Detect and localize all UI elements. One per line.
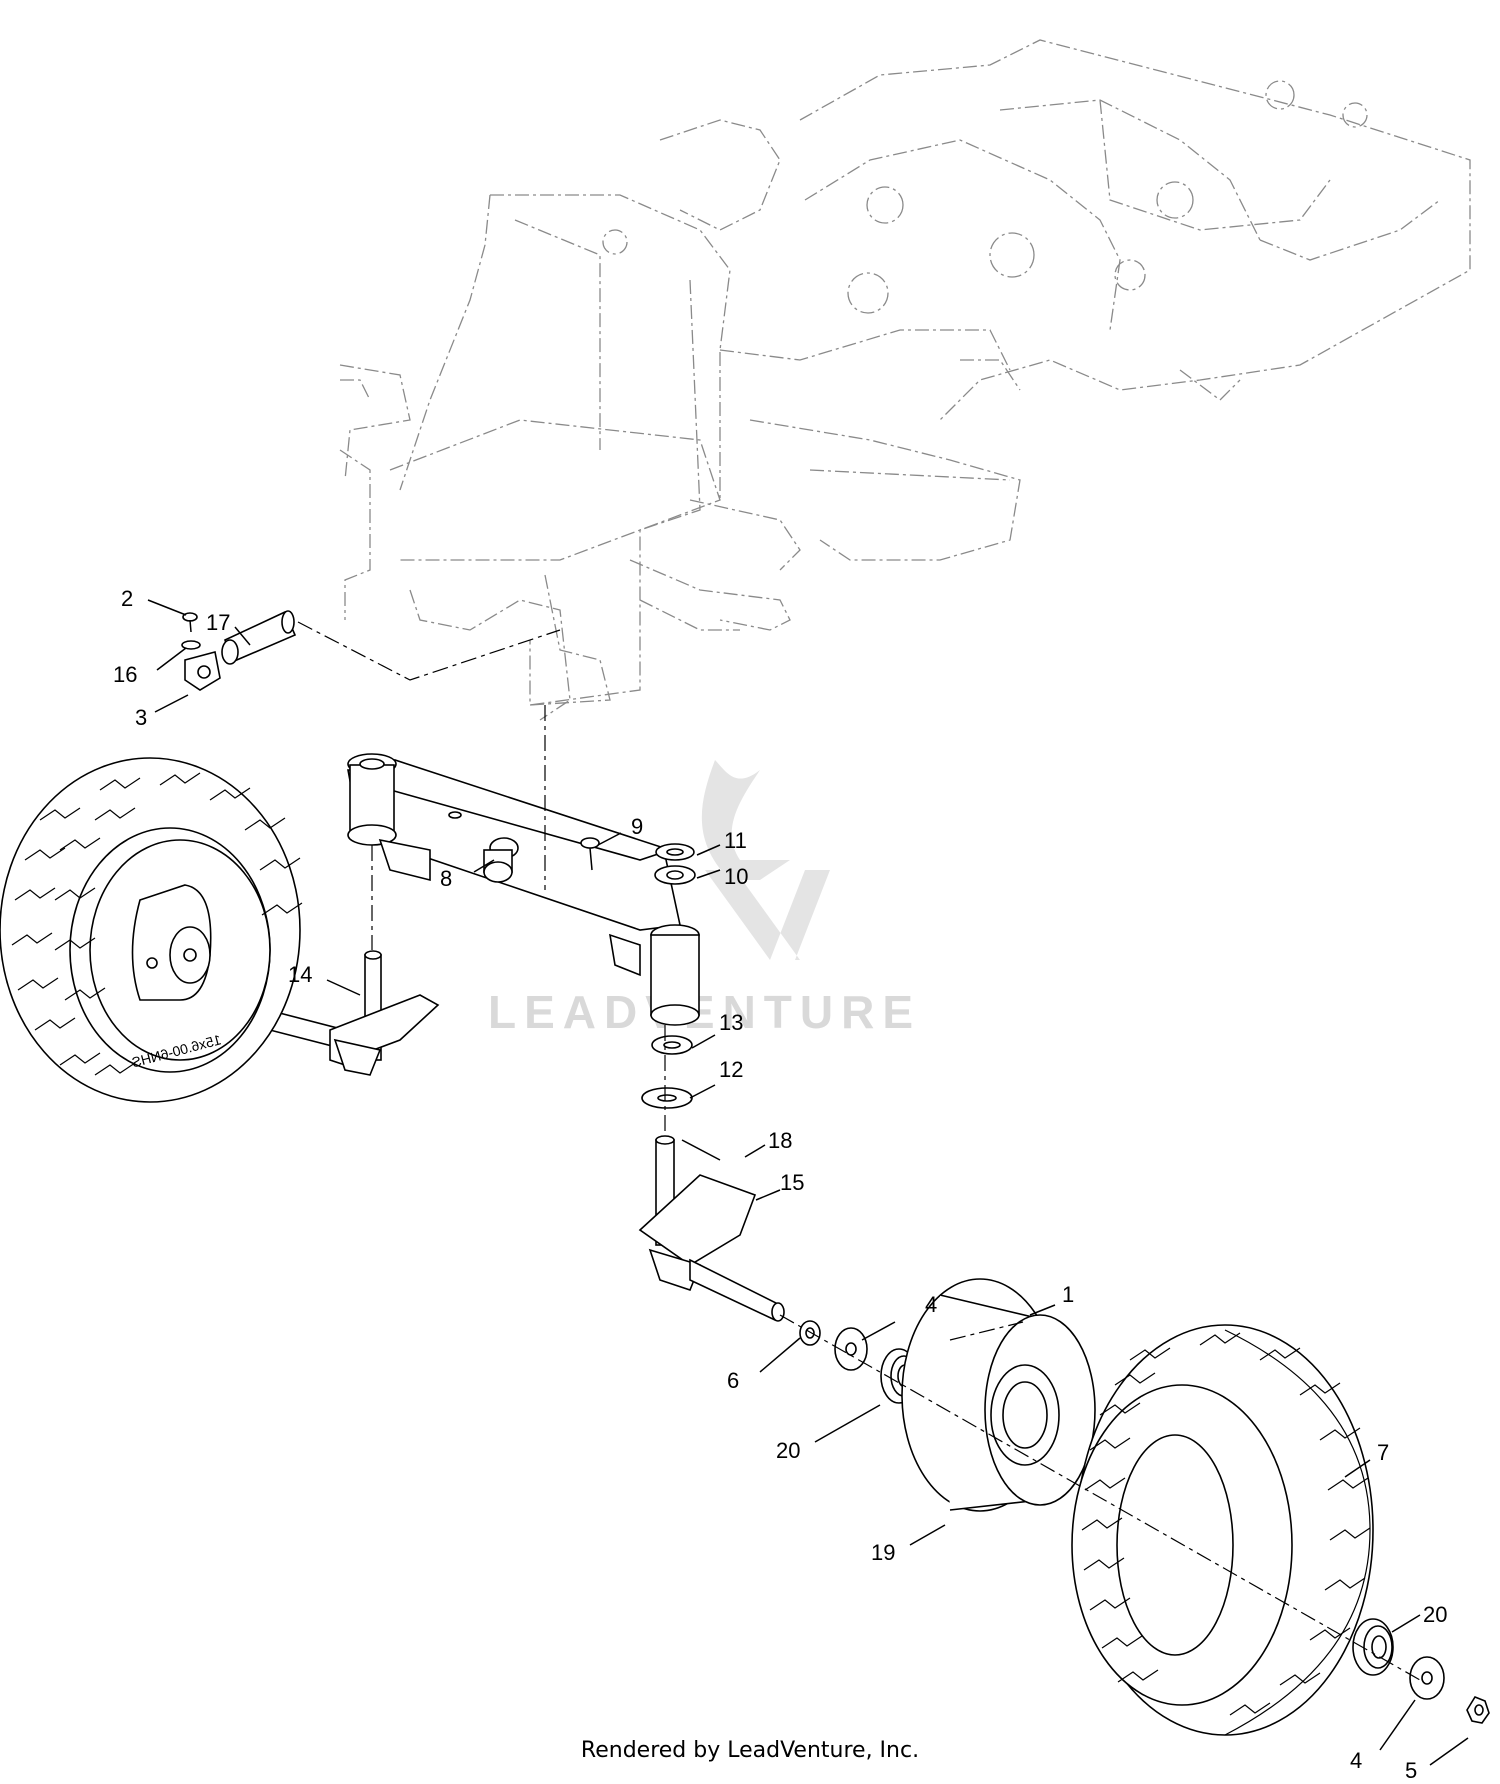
callout-labels: 2 17 16 3 8 9 11 10 14 13 12 18 15 1 4 6… <box>113 586 1447 1783</box>
callout-17: 17 <box>206 610 230 635</box>
callout-9: 9 <box>631 814 643 839</box>
callout-18: 18 <box>768 1128 792 1153</box>
callout-16: 16 <box>113 662 137 687</box>
callout-3: 3 <box>135 705 147 730</box>
mower-frame-ghost <box>339 39 1471 721</box>
bearing-20-outer <box>1352 1618 1394 1676</box>
leadventure-watermark: LEADVENTURE <box>488 760 921 1038</box>
right-tire <box>1071 1324 1374 1736</box>
grease-fitting <box>580 837 600 871</box>
washer-lower <box>641 1087 693 1109</box>
front-axle-beam <box>347 753 700 1026</box>
pivot-hardware <box>181 610 297 691</box>
callout-13: 13 <box>719 1010 743 1035</box>
callout-6: 6 <box>727 1368 739 1393</box>
flame-logo-icon <box>701 760 790 880</box>
callout-7: 7 <box>1377 1440 1389 1465</box>
callout-2: 2 <box>121 586 133 611</box>
callout-20-outer: 20 <box>1423 1602 1447 1627</box>
assembly-centerlines <box>297 621 1421 1681</box>
callout-10: 10 <box>724 864 748 889</box>
bushing-lower <box>651 1035 693 1055</box>
left-tire: 15x6.00-6NHS <box>0 757 303 1103</box>
callout-8: 8 <box>440 866 452 891</box>
render-credit: Rendered by LeadVenture, Inc. <box>580 1738 920 1763</box>
lock-nut-5 <box>1466 1696 1490 1724</box>
left-spindle <box>260 950 440 1076</box>
callout-19: 19 <box>871 1540 895 1565</box>
spacer-washer-6 <box>799 1320 821 1346</box>
right-spindle <box>638 1135 785 1322</box>
watermark-text: LEADVENTURE <box>488 986 921 1038</box>
bushing-upper <box>654 865 696 885</box>
wheel-rim <box>901 1278 1096 1512</box>
tire-tread-pattern <box>1081 1332 1371 1716</box>
callout-15: 15 <box>780 1170 804 1195</box>
callout-20-inner: 20 <box>776 1438 800 1463</box>
callout-5: 5 <box>1405 1758 1417 1783</box>
callout-11: 11 <box>724 828 747 853</box>
callout-leaders <box>147 599 1469 1766</box>
callout-1: 1 <box>1062 1282 1074 1307</box>
left-tire-tread-pattern <box>11 772 303 1076</box>
callout-14: 14 <box>288 962 312 987</box>
callout-4-inner: 4 <box>925 1292 937 1317</box>
flat-washer-4-outer <box>1409 1656 1445 1700</box>
callout-12: 12 <box>719 1057 743 1082</box>
callout-4-outer: 4 <box>1350 1748 1362 1773</box>
washer-upper <box>655 843 695 861</box>
